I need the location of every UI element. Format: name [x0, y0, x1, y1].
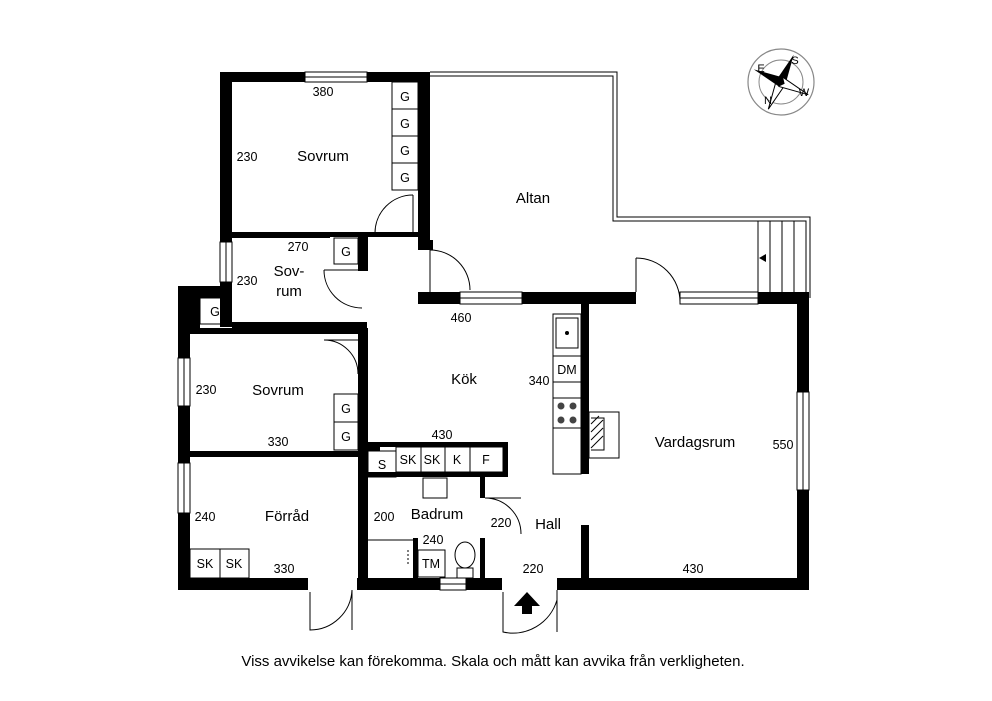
room-label-sovrum-small-1: Sov-	[274, 263, 305, 280]
kitchen-cabinet-label: K	[453, 453, 462, 467]
disclaimer-caption: Viss avvikelse kan förekomma. Skala och …	[241, 653, 744, 670]
dishwasher-label: DM	[557, 363, 576, 377]
shelf-label: S	[378, 458, 386, 472]
room-label-vardagsrum: Vardagsrum	[655, 434, 736, 451]
stove-burner-icon	[569, 402, 577, 410]
room-label-forrad: Förråd	[265, 508, 309, 525]
dimension-label: 270	[288, 240, 309, 254]
storage-cabinet-label: SK	[400, 453, 417, 467]
dimension-label: 240	[423, 533, 444, 547]
dimension-label: 220	[523, 562, 544, 576]
room-label-kok: Kök	[451, 371, 477, 388]
dimension-label: 220	[491, 516, 512, 530]
dimension-label: 460	[451, 311, 472, 325]
dimension-label: 330	[274, 562, 295, 576]
wardrobe-label: G	[341, 430, 351, 444]
dimension-label: 430	[683, 562, 704, 576]
room-label-sovrum-mid: Sovrum	[252, 382, 304, 399]
dimension-label: 340	[529, 374, 550, 388]
stove-burner-icon	[569, 416, 577, 424]
wardrobe-label: G	[400, 90, 410, 104]
dimension-label: 550	[773, 438, 794, 452]
dimension-label: 200	[374, 510, 395, 524]
wardrobe-label: G	[341, 402, 351, 416]
washing-machine-label: TM	[422, 557, 440, 571]
room-label-hall: Hall	[535, 516, 561, 533]
storage-cabinet-label: SK	[424, 453, 441, 467]
storage-cabinet-label: SK	[197, 557, 214, 571]
wardrobe-label: G	[400, 117, 410, 131]
room-label-altan: Altan	[516, 190, 550, 207]
dimension-label: 230	[196, 383, 217, 397]
room-label-sovrum-small-2: rum	[276, 283, 302, 300]
wardrobe-label: G	[400, 144, 410, 158]
dimension-label: 240	[195, 510, 216, 524]
dimension-label: 230	[237, 274, 258, 288]
entrance-arrow-icon	[514, 592, 540, 614]
stove-burner-icon	[557, 402, 565, 410]
altan-steps	[757, 221, 807, 298]
compass-north-label: N	[764, 95, 772, 107]
compass-east-label: E	[757, 63, 764, 75]
storage-cabinet-label: SK	[226, 557, 243, 571]
toilet-icon	[454, 541, 476, 569]
dimension-label: 230	[237, 150, 258, 164]
dimension-label: 430	[432, 428, 453, 442]
altan-outline	[430, 71, 811, 298]
wardrobe-label: G	[210, 305, 220, 319]
room-label-badrum: Badrum	[411, 506, 464, 523]
dimension-label: 380	[313, 85, 334, 99]
stove-burner-icon	[557, 416, 565, 424]
windows	[177, 71, 810, 591]
doors	[309, 194, 681, 634]
compass-south-label: S	[791, 55, 798, 67]
compass-icon: N E S W	[747, 48, 815, 116]
arrow-left-icon	[759, 254, 766, 262]
wardrobe-label: G	[341, 245, 351, 259]
room-label-sovrum-top: Sovrum	[297, 148, 349, 165]
fixtures	[189, 81, 620, 579]
compass-west-label: W	[799, 87, 810, 99]
freezer-label: F	[482, 453, 490, 467]
wardrobe-label: G	[400, 171, 410, 185]
dimension-label: 330	[268, 435, 289, 449]
